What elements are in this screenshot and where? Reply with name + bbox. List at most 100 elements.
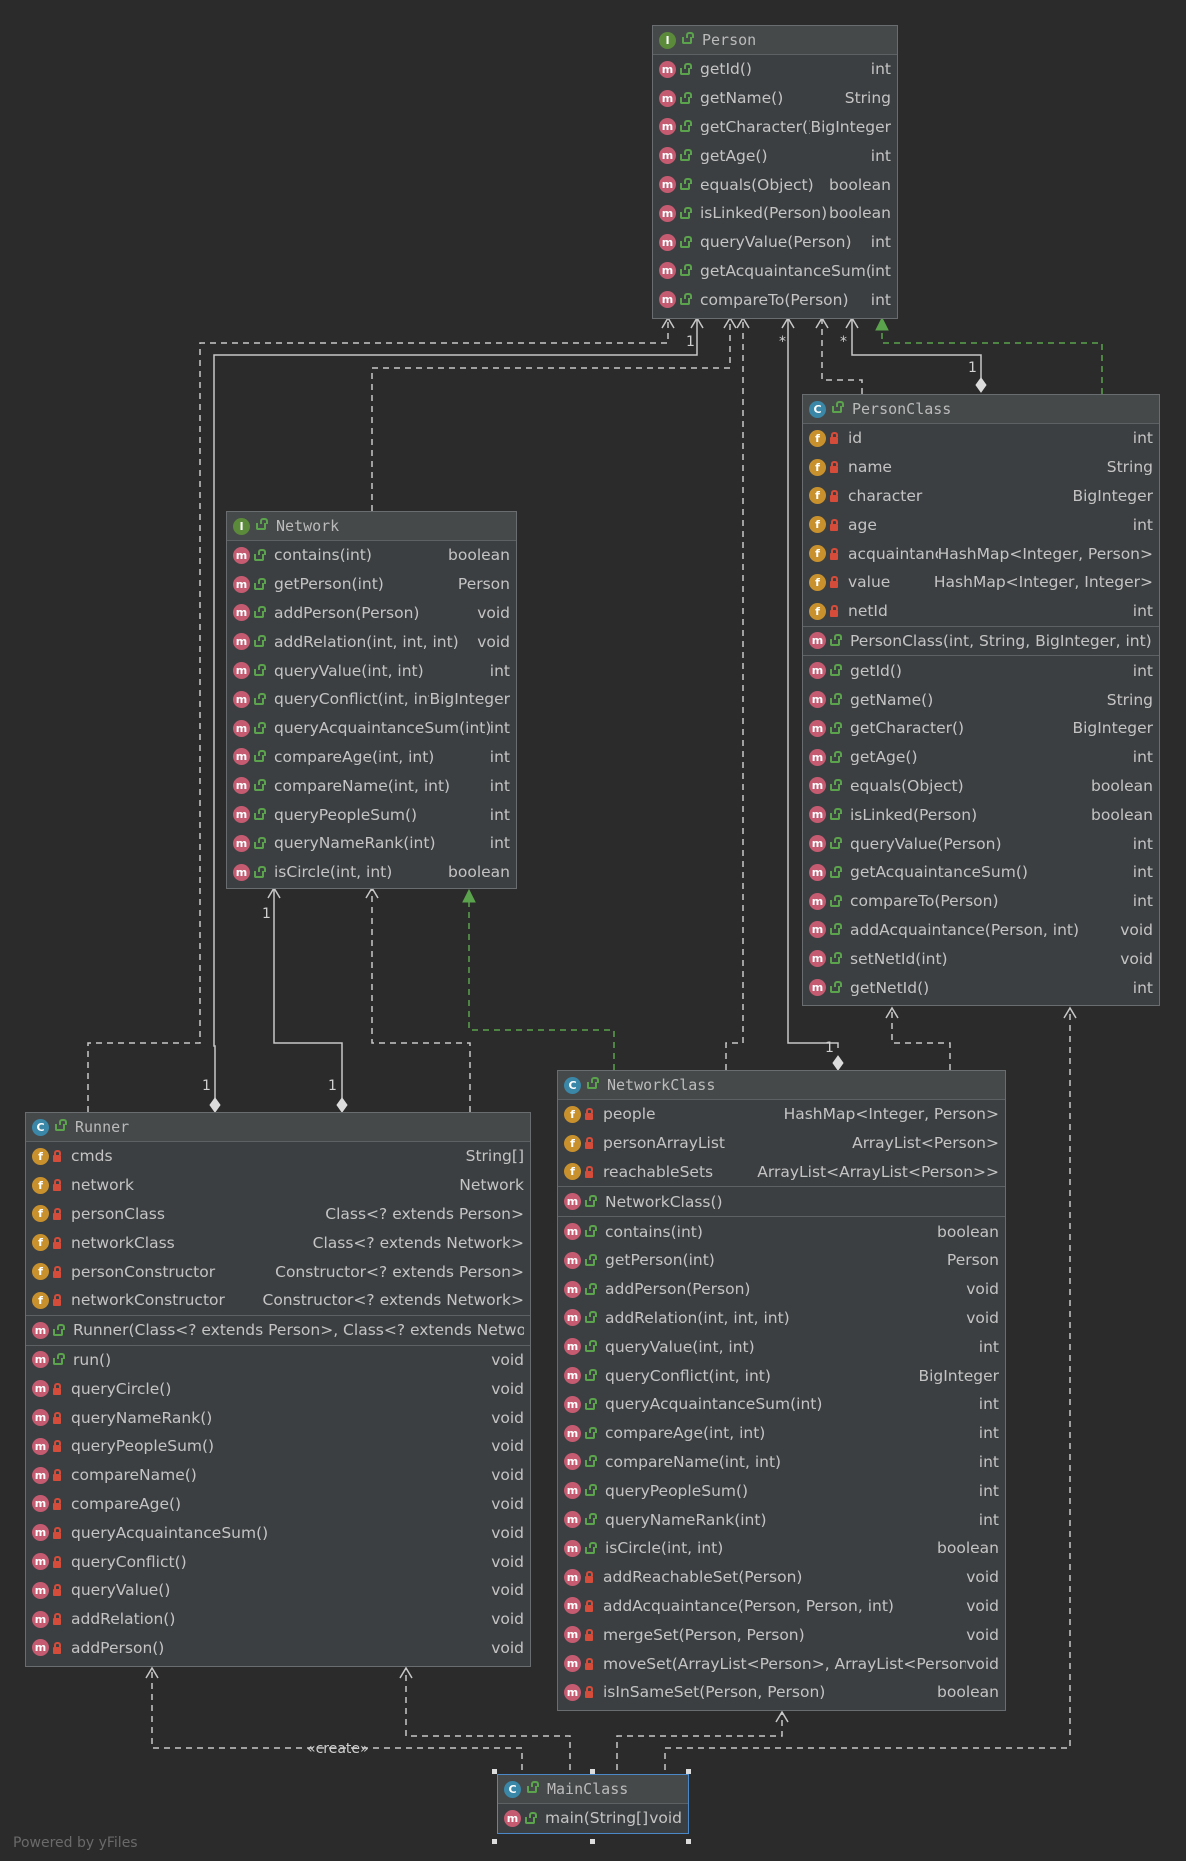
selection-handle[interactable]: [686, 1839, 691, 1844]
public-icon: [585, 1282, 597, 1295]
selection-handle[interactable]: [492, 1769, 497, 1774]
selection-handle[interactable]: [686, 1769, 691, 1774]
selection-handle[interactable]: [590, 1769, 595, 1774]
selection-handle[interactable]: [492, 1839, 497, 1844]
selection-handle[interactable]: [590, 1839, 595, 1844]
field-row[interactable]: facquaintanceHashMap<Integer, Person>: [803, 539, 1159, 568]
